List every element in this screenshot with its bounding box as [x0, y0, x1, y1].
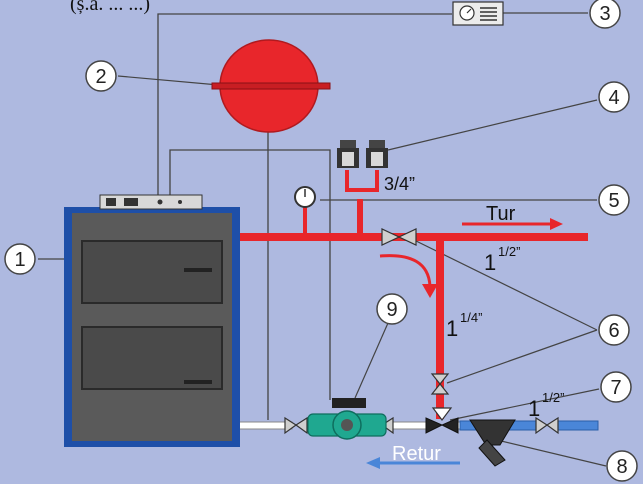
filter-icon — [469, 419, 516, 467]
return-valve-right-icon — [535, 416, 559, 435]
svg-text:1: 1 — [14, 249, 25, 271]
svg-text:9: 9 — [386, 299, 397, 321]
tur-arrow — [462, 218, 563, 230]
valve-size-label: 3/4” — [384, 174, 415, 194]
svg-text:4: 4 — [608, 87, 619, 109]
callout-3: 3 — [589, 0, 621, 29]
manometer-icon — [294, 186, 316, 208]
main-pipe-sup: 1/2” — [498, 244, 520, 259]
supply-pipes — [236, 170, 588, 419]
callout-leaders — [38, 12, 607, 467]
callout-2: 2 — [85, 60, 117, 92]
boiler-controller — [99, 194, 203, 210]
callout-1: 1 — [4, 243, 36, 275]
svg-text:8: 8 — [616, 456, 627, 478]
safety-valves — [337, 140, 388, 168]
bypass-flow-arrow — [379, 254, 438, 298]
return-pipe-label: 1 — [528, 396, 540, 421]
callout-5: 5 — [598, 184, 630, 216]
branch-pipe-label: 1 — [446, 316, 458, 341]
valve-icon — [381, 228, 417, 246]
retur-label: Retur — [392, 443, 441, 465]
return-pipe-size: 1 1/2” — [528, 390, 564, 421]
svg-text:3: 3 — [599, 3, 610, 25]
svg-text:2: 2 — [95, 66, 106, 88]
main-pipe-label: 1 — [484, 250, 496, 275]
thermostat-icon — [452, 1, 504, 26]
callout-6: 6 — [598, 314, 630, 346]
control-wires — [157, 13, 452, 420]
tur-label: Tur — [486, 203, 516, 225]
callout-4: 4 — [598, 81, 630, 113]
branch-valve-icon — [430, 373, 450, 395]
expansion-tank — [211, 39, 331, 133]
boiler — [64, 207, 240, 447]
return-valve-left-icon — [284, 416, 308, 435]
svg-text:6: 6 — [608, 320, 619, 342]
svg-text:5: 5 — [608, 190, 619, 212]
callout-9: 9 — [376, 293, 408, 325]
branch-pipe-size: 1 1/4” — [446, 310, 482, 341]
svg-text:7: 7 — [610, 377, 621, 399]
branch-pipe-sup: 1/4” — [460, 310, 482, 325]
main-pipe-size: 1 1/2” — [484, 244, 520, 275]
retur-arrow — [366, 457, 460, 469]
mixing-valve-icon — [425, 407, 459, 434]
header-fragment: (ș.a. ... ...) — [70, 0, 150, 15]
callout-7: 7 — [600, 371, 632, 403]
pump-icon — [307, 398, 387, 440]
return-pipe-sup: 1/2” — [542, 390, 564, 405]
callout-8: 8 — [606, 450, 638, 482]
